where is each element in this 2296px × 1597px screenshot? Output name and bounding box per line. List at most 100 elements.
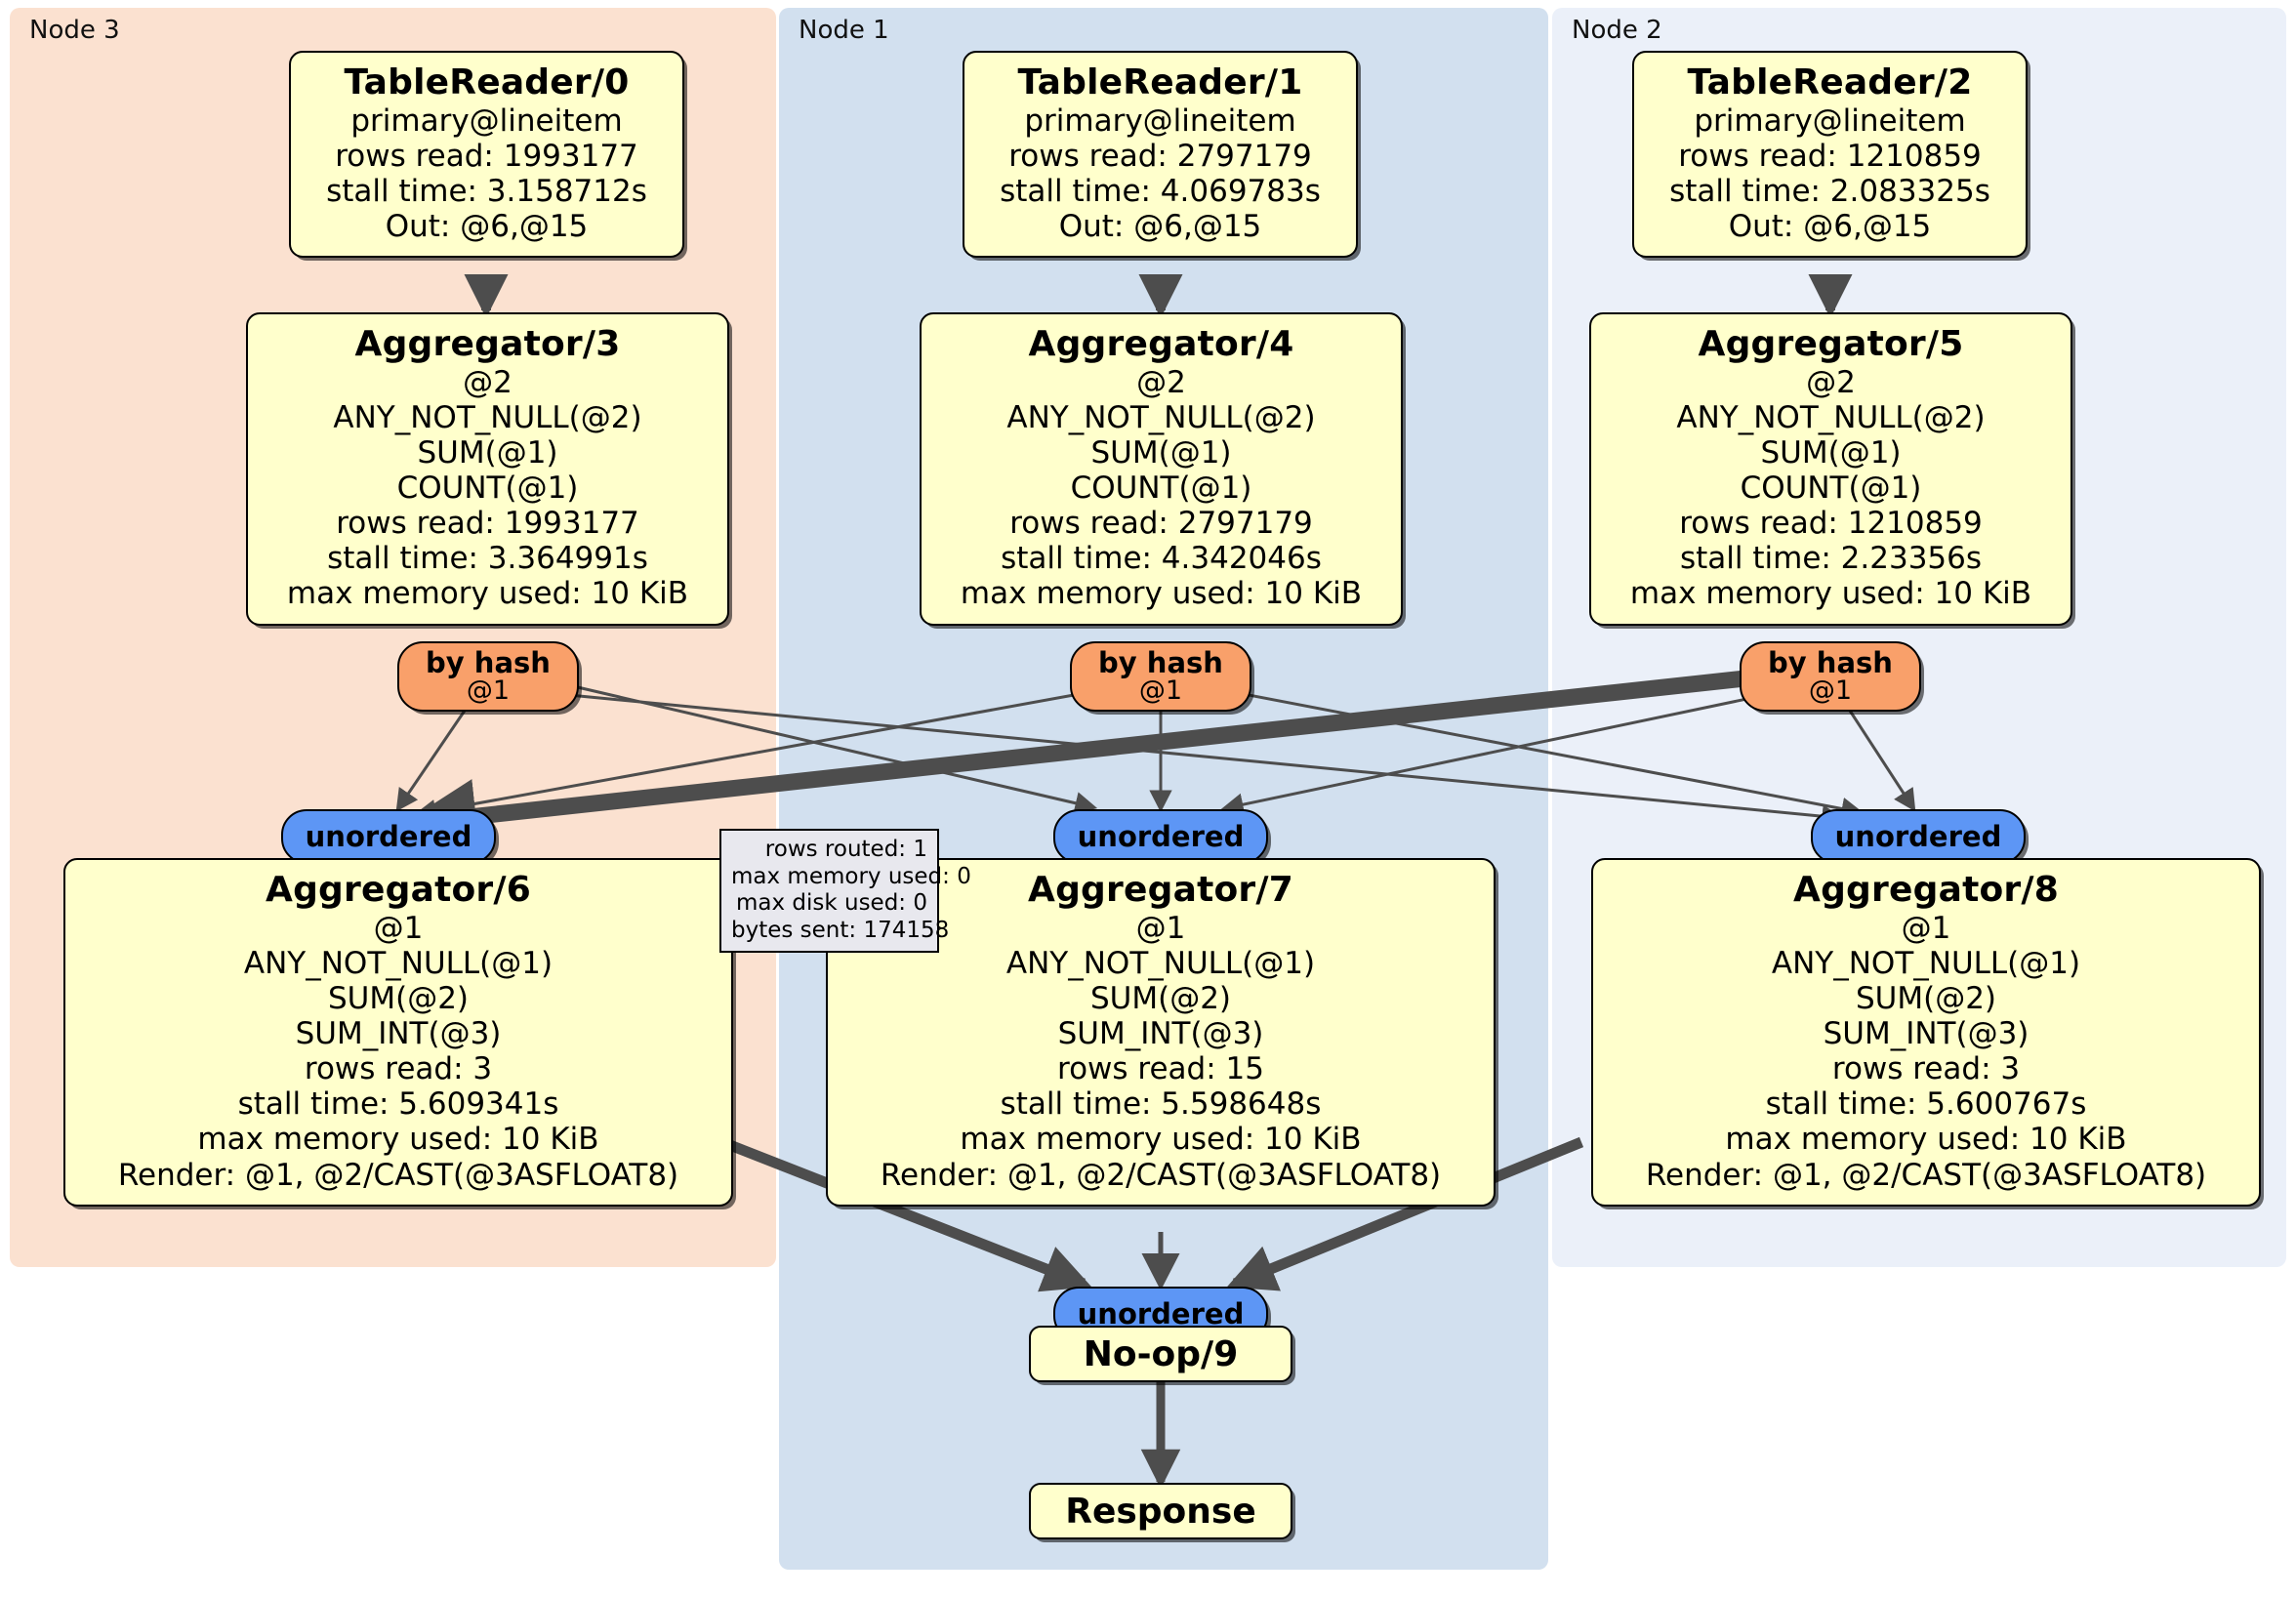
node-title: Aggregator/8 <box>1793 870 2059 910</box>
node-detail-line: stall time: 5.598648s <box>1000 1086 1322 1123</box>
node-aggregator-7[interactable]: Aggregator/7 @1 ANY_NOT_NULL(@1) SUM(@2)… <box>826 858 1496 1207</box>
router-by-hash-4[interactable]: by hash @1 <box>1070 641 1251 712</box>
node-title: Aggregator/5 <box>1698 324 1964 364</box>
node-detail-line: COUNT(@1) <box>1740 471 1922 507</box>
node-title: TableReader/0 <box>344 62 630 102</box>
node-detail-line: rows read: 1210859 <box>1678 138 1982 174</box>
node-detail-line: SUM(@1) <box>1760 434 1902 471</box>
node-detail-line: @2 <box>1136 364 1186 400</box>
node-no-op-9[interactable]: No-op/9 <box>1029 1326 1292 1382</box>
synchronizer-label: unordered <box>1077 1296 1245 1331</box>
router-column: @1 <box>466 676 511 707</box>
edge-hash3-sync-right <box>568 693 1845 828</box>
node-detail-line: max memory used: 10 KiB <box>1725 1122 2127 1158</box>
edge-agg6-final-sync <box>719 1136 1092 1292</box>
edge-hash5-sync-left <box>401 667 1773 854</box>
edge-stats-box: rows routed: 1 max memory used: 0 max di… <box>719 829 971 954</box>
node-detail-line: Out: @6,@15 <box>385 209 589 245</box>
edge-hash3-sync-mid <box>568 683 1098 815</box>
node-detail-line: rows read: 1210859 <box>1679 506 1983 542</box>
node-title: Response <box>1065 1491 1256 1532</box>
node-tablereader-2[interactable]: TableReader/2 primary@lineitem rows read… <box>1632 51 2028 259</box>
router-label: by hash <box>426 645 551 679</box>
synchronizer-unordered-mid[interactable]: unordered <box>1053 809 1268 864</box>
stats-line: bytes sent: 174158 <box>731 917 950 943</box>
edge-hash4-sync-right <box>1217 687 1865 820</box>
node-title: No-op/9 <box>1083 1333 1239 1374</box>
node-detail-line: Render: @1, @2/CAST(@3ASFLOAT8) <box>1645 1157 2207 1193</box>
node-detail-line: stall time: 2.083325s <box>1669 173 1990 209</box>
node-detail-line: stall time: 2.23356s <box>1679 541 1983 577</box>
router-column: @1 <box>1808 676 1853 707</box>
node-detail-line: rows read: 3 <box>304 1051 493 1087</box>
edge-agg8-final-sync <box>1226 1136 1584 1291</box>
synchronizer-label: unordered <box>305 819 472 853</box>
node-title: Aggregator/4 <box>1028 324 1294 364</box>
node-title: TableReader/2 <box>1687 62 1973 102</box>
node-detail-line: SUM_INT(@3) <box>1057 1016 1264 1052</box>
node-response[interactable]: Response <box>1029 1483 1292 1539</box>
edge-hash4-sync-left <box>413 687 1107 823</box>
router-by-hash-3[interactable]: by hash @1 <box>397 641 579 712</box>
node-detail-line: Render: @1, @2/CAST(@3ASFLOAT8) <box>117 1157 679 1193</box>
node-detail-line: @2 <box>1806 364 1856 400</box>
node-detail-line: max memory used: 10 KiB <box>1629 576 2032 612</box>
node-detail-line: stall time: 5.609341s <box>237 1086 559 1123</box>
node-detail-line: SUM_INT(@3) <box>295 1016 502 1052</box>
node-tablereader-1[interactable]: TableReader/1 primary@lineitem rows read… <box>963 51 1358 259</box>
node-detail-line: ANY_NOT_NULL(@1) <box>1005 945 1316 981</box>
node-detail-line: COUNT(@1) <box>1070 471 1252 507</box>
node-detail-line: rows read: 3 <box>1831 1051 2021 1087</box>
node-tablereader-0[interactable]: TableReader/0 primary@lineitem rows read… <box>289 51 684 259</box>
node-title: Aggregator/7 <box>1028 870 1293 910</box>
node-detail-line: ANY_NOT_NULL(@2) <box>333 399 642 435</box>
node-detail-line: stall time: 3.364991s <box>327 541 648 577</box>
node-detail-line: ANY_NOT_NULL(@1) <box>1771 945 2081 981</box>
node-detail-line: stall time: 3.158712s <box>326 173 647 209</box>
node-aggregator-8[interactable]: Aggregator/8 @1 ANY_NOT_NULL(@1) SUM(@2)… <box>1591 858 2261 1207</box>
node-title: TableReader/1 <box>1017 62 1303 102</box>
cluster-label-node-3: Node 3 <box>29 16 120 45</box>
node-detail-line: @1 <box>1901 910 1951 946</box>
synchronizer-unordered-right[interactable]: unordered <box>1811 809 2026 864</box>
node-detail-line: max memory used: 10 KiB <box>286 576 689 612</box>
node-detail-line: max memory used: 10 KiB <box>197 1122 599 1158</box>
node-detail-line: Out: @6,@15 <box>1058 209 1262 245</box>
stats-line: max disk used: 0 <box>735 890 927 917</box>
edge-hash5-sync-right <box>1848 710 1916 812</box>
router-label: by hash <box>1768 645 1893 679</box>
node-detail-line: ANY_NOT_NULL(@1) <box>243 945 554 981</box>
node-detail-line: SUM(@1) <box>1090 434 1232 471</box>
cluster-label-node-2: Node 2 <box>1572 16 1662 45</box>
node-detail-line: primary@lineitem <box>1694 102 1966 139</box>
stats-line: max memory used: 0 <box>731 863 971 889</box>
node-detail-line: @2 <box>463 364 512 400</box>
node-detail-line: max memory used: 10 KiB <box>960 576 1363 612</box>
node-detail-line: stall time: 4.069783s <box>1000 173 1321 209</box>
node-detail-line: stall time: 4.342046s <box>1001 541 1322 577</box>
synchronizer-unordered-left[interactable]: unordered <box>281 809 496 864</box>
synchronizer-label: unordered <box>1834 819 2002 853</box>
node-aggregator-6[interactable]: Aggregator/6 @1 ANY_NOT_NULL(@1) SUM(@2)… <box>63 858 733 1207</box>
node-aggregator-3[interactable]: Aggregator/3 @2 ANY_NOT_NULL(@2) SUM(@1)… <box>246 312 729 626</box>
node-title: Aggregator/6 <box>266 870 531 910</box>
router-label: by hash <box>1098 645 1223 679</box>
node-detail-line: rows read: 2797179 <box>1008 138 1312 174</box>
node-aggregator-4[interactable]: Aggregator/4 @2 ANY_NOT_NULL(@2) SUM(@1)… <box>920 312 1403 626</box>
node-detail-line: @1 <box>373 910 424 946</box>
node-detail-line: primary@lineitem <box>350 102 623 139</box>
node-aggregator-5[interactable]: Aggregator/5 @2 ANY_NOT_NULL(@2) SUM(@1)… <box>1589 312 2072 626</box>
node-detail-line: SUM_INT(@3) <box>1823 1016 2030 1052</box>
node-detail-line: rows read: 2797179 <box>1009 506 1313 542</box>
synchronizer-label: unordered <box>1077 819 1245 853</box>
node-detail-line: rows read: 1993177 <box>335 138 638 174</box>
node-detail-line: rows read: 1993177 <box>336 506 639 542</box>
node-detail-line: Render: @1, @2/CAST(@3ASFLOAT8) <box>880 1157 1442 1193</box>
edge-hash5-sync-mid <box>1220 691 1776 816</box>
router-by-hash-5[interactable]: by hash @1 <box>1740 641 1921 712</box>
node-detail-line: @1 <box>1135 910 1186 946</box>
router-column: @1 <box>1138 676 1183 707</box>
node-detail-line: max memory used: 10 KiB <box>960 1122 1362 1158</box>
